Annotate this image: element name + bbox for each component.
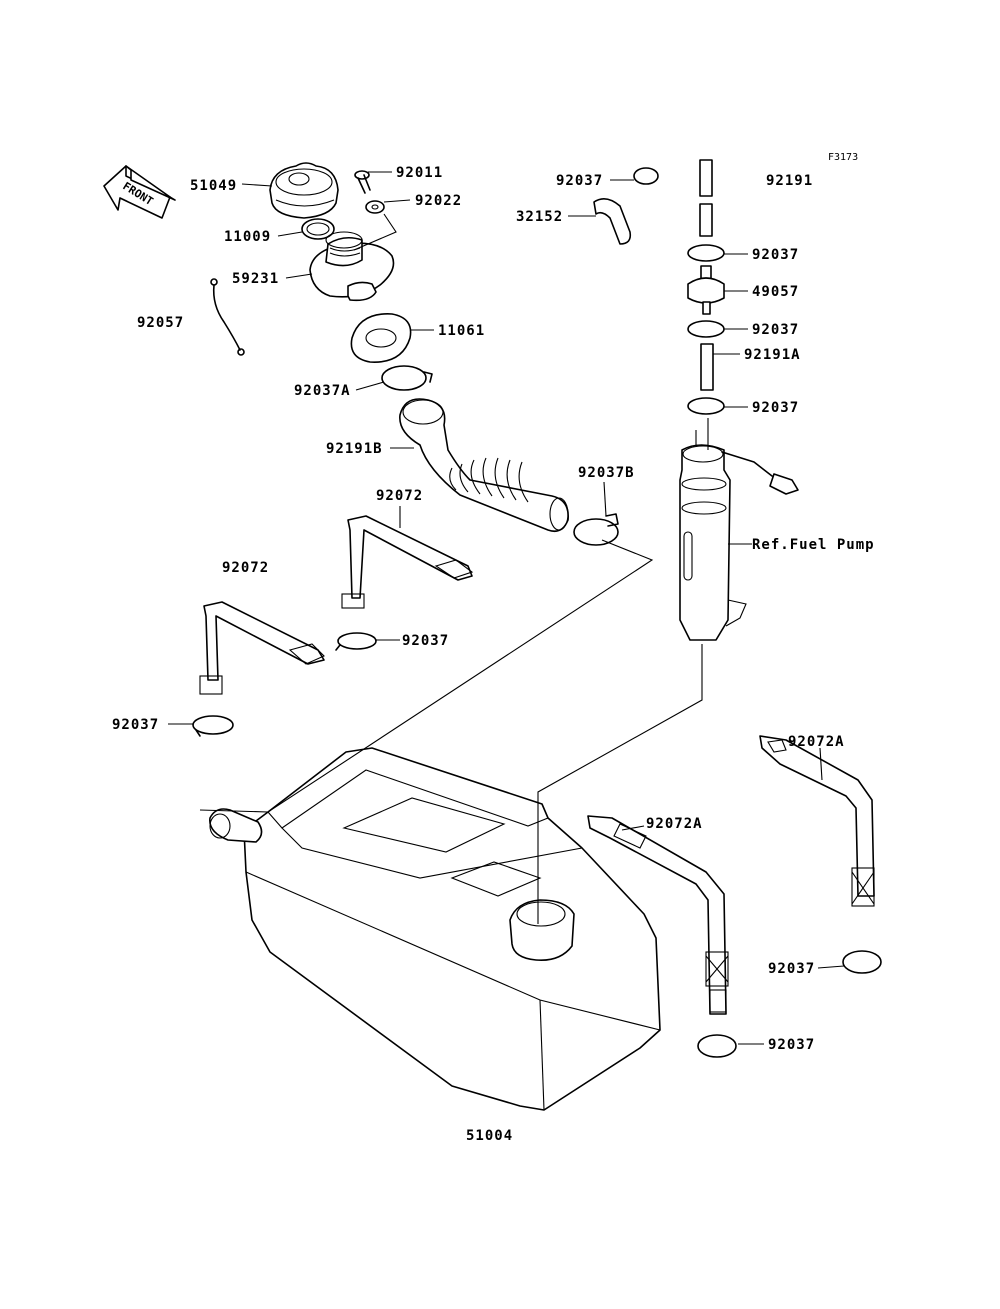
label-clamp-a: 92037A — [294, 383, 351, 399]
clamp-valve-bottom — [687, 320, 725, 338]
front-arrow-icon: FRONT — [103, 165, 176, 219]
label-check-valve: 49057 — [752, 284, 799, 300]
tube-a — [700, 343, 714, 391]
label-clamp-band-mid: 92037 — [402, 633, 449, 649]
label-tube-top: 92191 — [766, 173, 813, 189]
label-clamp-right-mid: 92037 — [768, 1037, 815, 1053]
cap-gasket — [301, 218, 335, 240]
label-clamp-band-left: 92037 — [112, 717, 159, 733]
label-band-left: 92072 — [222, 560, 269, 576]
clamp-valve-top — [687, 244, 725, 262]
label-clamp-valve-bottom: 92037 — [752, 322, 799, 338]
label-vent-hose: 32152 — [516, 209, 563, 225]
clamp-top — [633, 167, 659, 185]
filler-neck — [309, 231, 395, 302]
label-bolt: 92011 — [396, 165, 443, 181]
label-tube-a: 92191A — [744, 347, 801, 363]
washer — [365, 200, 385, 214]
clamp-b — [573, 513, 619, 546]
fuel-pump — [679, 418, 799, 641]
band-right-far — [759, 735, 875, 907]
band-upper — [341, 515, 474, 609]
clamp-pump — [687, 397, 725, 415]
label-band-upper: 92072 — [376, 488, 423, 504]
neck-gasket — [350, 313, 412, 363]
figure-code: F3173 — [828, 152, 858, 163]
label-clamp-pump: 92037 — [752, 400, 799, 416]
label-clamp-top: 92037 — [556, 173, 603, 189]
check-valve — [687, 265, 725, 315]
band-right-mid — [587, 815, 729, 1015]
clamp-a — [381, 365, 433, 391]
fuel-cap — [269, 162, 339, 219]
label-filler-neck: 59231 — [232, 271, 279, 287]
label-neck-gasket: 11061 — [438, 323, 485, 339]
label-tank: 51004 — [466, 1128, 513, 1144]
label-clamp-right-far: 92037 — [768, 961, 815, 977]
ground-wire — [210, 278, 245, 356]
filler-hose — [399, 398, 569, 533]
label-band-right-mid: 92072A — [646, 816, 703, 832]
fuel-tank — [209, 747, 661, 1111]
tube-top — [699, 159, 713, 237]
label-cap: 51049 — [190, 178, 237, 194]
label-washer: 92022 — [415, 193, 462, 209]
bolt — [354, 170, 371, 194]
pump-to-tank-line — [537, 644, 703, 924]
label-clamp-valve-top: 92037 — [752, 247, 799, 263]
label-leaders — [168, 171, 845, 1045]
label-ground-wire: 92057 — [137, 315, 184, 331]
band-left — [199, 601, 325, 695]
hose-to-tank-line — [199, 539, 654, 813]
clamp-right-mid — [697, 1034, 737, 1058]
label-hose-b: 92191B — [326, 441, 383, 457]
vent-hose — [593, 198, 632, 245]
label-band-right-far: 92072A — [788, 734, 845, 750]
label-gasket-cap: 11009 — [224, 229, 271, 245]
label-clamp-b: 92037B — [578, 465, 635, 481]
label-fuel-pump-ref: Ref.Fuel Pump — [752, 537, 875, 553]
clamp-right-far — [842, 950, 882, 974]
washer-to-neck-line — [353, 213, 397, 251]
clamp-band-left — [192, 715, 234, 737]
clamp-band-mid — [335, 632, 377, 651]
